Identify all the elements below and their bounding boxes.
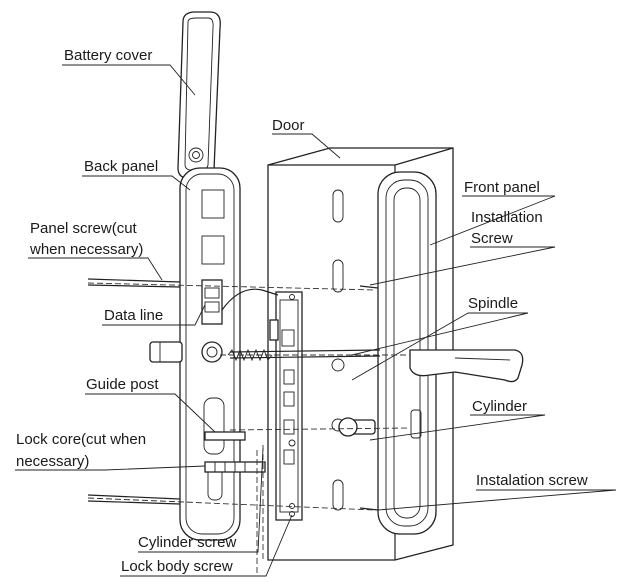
labels: Battery cover Door Back panel Front pane… <box>16 47 588 575</box>
label-lock-core-line1: Lock core(cut when <box>16 431 146 448</box>
label-data-line: Data line <box>104 307 163 324</box>
label-installation-screw-line2: Screw <box>471 230 513 247</box>
battery-cover <box>177 11 221 179</box>
label-lock-body-screw: Lock body screw <box>121 558 233 575</box>
leader-lines <box>15 64 617 577</box>
label-battery-cover: Battery cover <box>64 47 152 64</box>
lock-body <box>269 291 303 521</box>
label-panel-screw-line1: Panel screw(cut <box>30 220 138 237</box>
label-panel-screw-line2: when necessary) <box>29 241 143 258</box>
label-cylinder-screw: Cylinder screw <box>138 534 237 551</box>
label-guide-post: Guide post <box>86 376 159 393</box>
label-door: Door <box>272 117 305 134</box>
label-front-panel: Front panel <box>464 179 540 196</box>
label-back-panel: Back panel <box>84 158 158 175</box>
label-lock-core-line2: necessary) <box>16 453 89 470</box>
label-cylinder: Cylinder <box>472 398 527 415</box>
front-panel <box>377 171 524 535</box>
screw-axes <box>87 278 411 575</box>
label-spindle: Spindle <box>468 295 518 312</box>
label-installation-screw-line1: Installation <box>471 209 543 226</box>
label-instalation-screw: Instalation screw <box>476 472 588 489</box>
back-panel <box>149 167 241 541</box>
